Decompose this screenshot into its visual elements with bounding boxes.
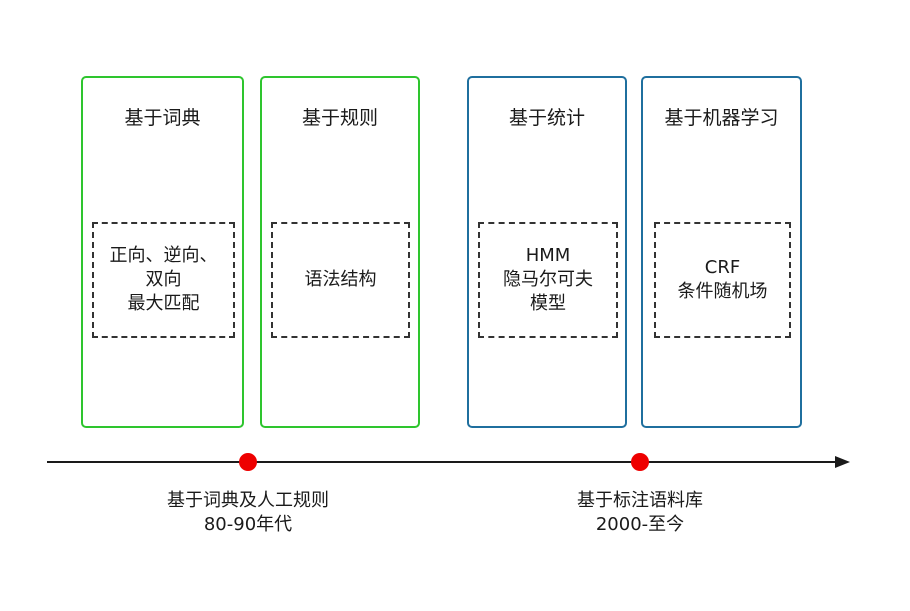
era-label-annotated-corpus: 基于标注语料库 2000-至今 bbox=[520, 489, 760, 537]
detail-line: 正向、逆向、 bbox=[109, 245, 218, 266]
method-card-statistics: 基于统计 HMM 隐马尔可夫 模型 bbox=[467, 76, 627, 428]
timeline-marker-dictionary-era bbox=[239, 453, 257, 471]
method-card-machine-learning: 基于机器学习 CRF 条件随机场 bbox=[641, 76, 802, 428]
timeline-marker-corpus-era bbox=[631, 453, 649, 471]
era-label-dictionary-rules: 基于词典及人工规则 80-90年代 bbox=[128, 489, 368, 537]
method-card-rules: 基于规则 语法结构 bbox=[260, 76, 420, 428]
card-title: 基于机器学习 bbox=[664, 107, 779, 129]
era-period: 2000-至今 bbox=[595, 514, 685, 535]
card-title: 基于统计 bbox=[508, 107, 585, 129]
timeline-axis bbox=[47, 461, 837, 463]
card-title: 基于规则 bbox=[301, 107, 378, 129]
detail-line: CRF bbox=[704, 257, 741, 278]
detail-line: 隐马尔可夫 bbox=[503, 269, 593, 290]
method-detail-box: 正向、逆向、 双向 最大匹配 bbox=[92, 222, 235, 338]
method-detail-box: HMM 隐马尔可夫 模型 bbox=[478, 222, 618, 338]
detail-line: 条件随机场 bbox=[677, 281, 768, 302]
era-title: 基于标注语料库 bbox=[577, 490, 703, 511]
timeline-arrowhead bbox=[835, 456, 850, 468]
card-title: 基于词典 bbox=[124, 107, 201, 129]
detail-line: 双向 bbox=[145, 269, 182, 290]
detail-line: 最大匹配 bbox=[127, 293, 200, 314]
detail-line: 语法结构 bbox=[304, 269, 377, 290]
method-detail-box: CRF 条件随机场 bbox=[654, 222, 791, 338]
era-period: 80-90年代 bbox=[203, 514, 293, 535]
method-detail-box: 语法结构 bbox=[271, 222, 410, 338]
detail-line: HMM bbox=[525, 245, 571, 266]
detail-line: 模型 bbox=[530, 293, 566, 314]
era-title: 基于词典及人工规则 bbox=[167, 490, 329, 511]
method-card-dictionary: 基于词典 正向、逆向、 双向 最大匹配 bbox=[81, 76, 244, 428]
